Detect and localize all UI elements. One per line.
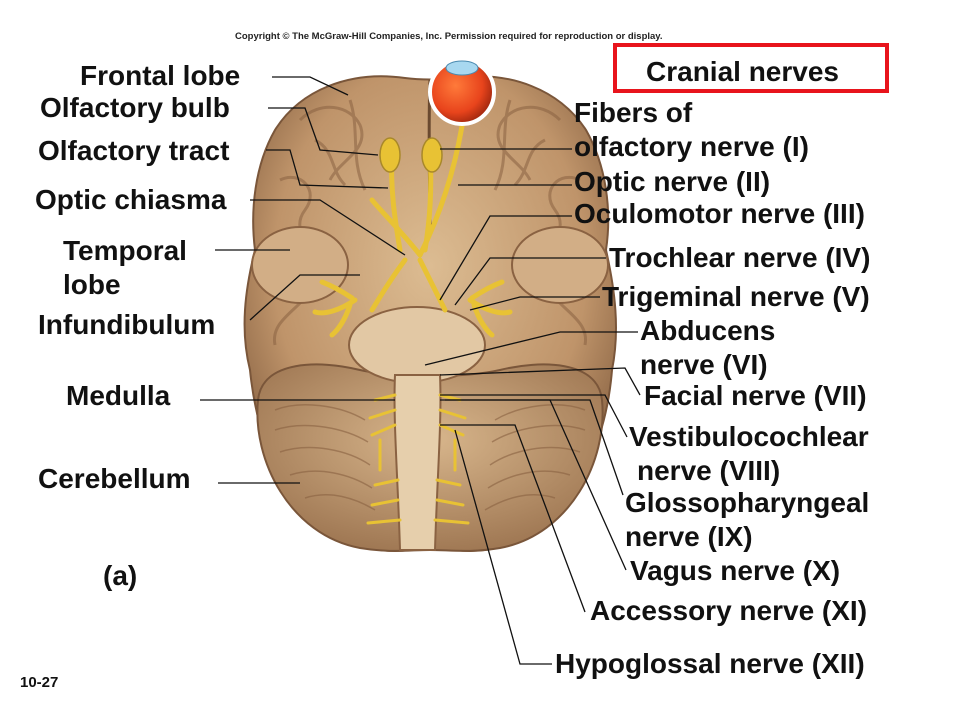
label-cerebellum: Cerebellum [38,463,191,494]
page-title: Cranial nerves [646,56,839,87]
label-frontal-lobe: Frontal lobe [80,60,241,91]
eyeball [428,58,496,126]
label-olfactory-tract: Olfactory tract [38,135,230,166]
label-accessory: Accessory nerve (XI) [590,595,868,626]
label-olfactory-bulb: Olfactory bulb [40,92,230,123]
medulla-shape [393,374,442,551]
label-optic-nerve: Optic nerve (II) [574,166,771,197]
label-hypoglossal: Hypoglossal nerve (XII) [555,648,865,679]
title-highlight-box [613,43,889,93]
label-vagus: Vagus nerve (X) [630,555,841,586]
label-medulla: Medulla [66,380,171,411]
label-facial: Facial nerve (VII) [644,380,867,411]
label-oculomotor: Oculomotor nerve (III) [574,198,865,229]
label-optic-chiasma: Optic chiasma [35,184,227,215]
figure-label: (a) [103,560,138,591]
label-trochlear: Trochlear nerve (IV) [609,242,871,273]
label-trigeminal: Trigeminal nerve (V) [602,281,870,312]
label-infundibulum: Infundibulum [38,309,216,340]
copyright-notice: Copyright © The McGraw-Hill Companies, I… [235,31,663,42]
page-number: 10-27 [20,674,59,691]
